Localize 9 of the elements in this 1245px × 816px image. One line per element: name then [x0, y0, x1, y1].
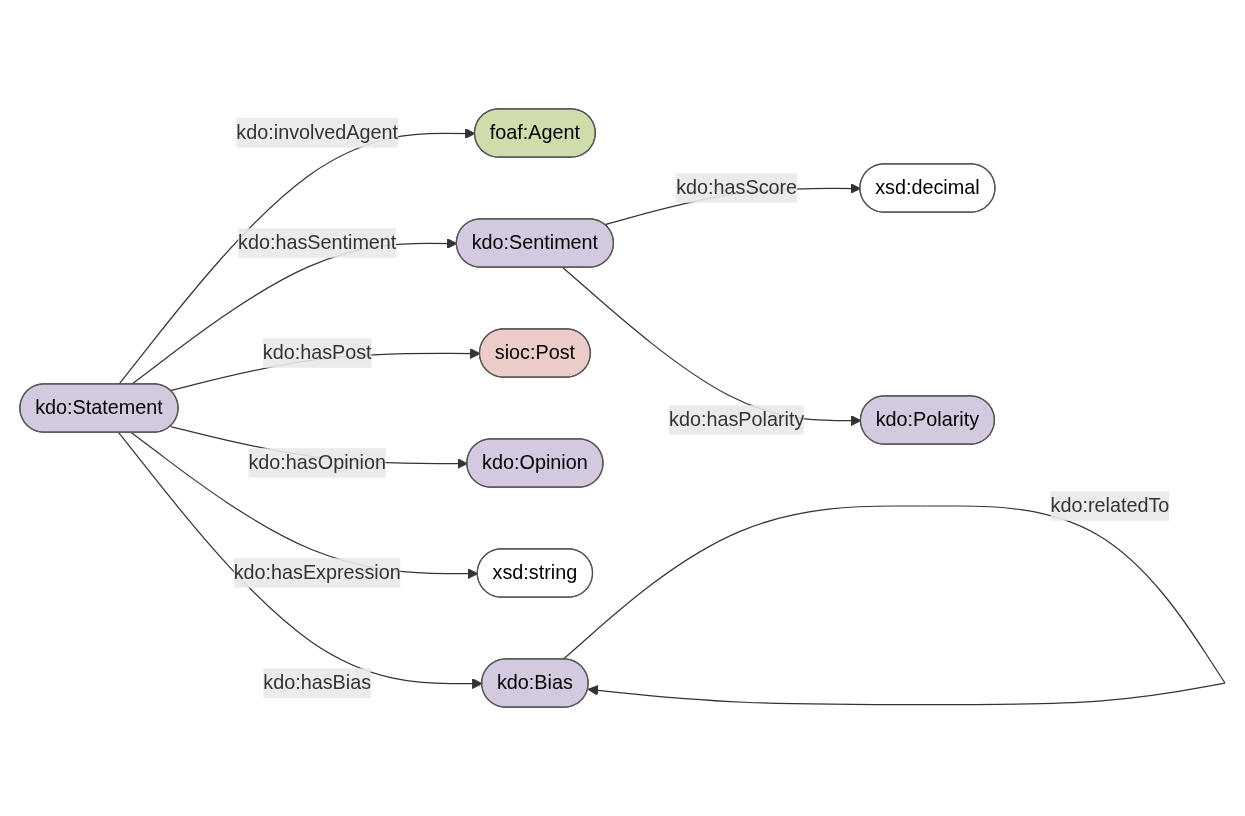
edge-label: kdo:hasScore [676, 176, 798, 198]
edge-label: kdo:involvedAgent [236, 121, 399, 143]
edge-label: kdo:hasPost [262, 341, 372, 363]
edge-label: kdo:relatedTo [1050, 494, 1170, 516]
edge-label: kdo:hasPolarity [669, 408, 805, 430]
edge-label: kdo:hasBias [263, 671, 372, 693]
edge-label: kdo:hasSentiment [238, 231, 397, 253]
edge-label: kdo:hasOpinion [248, 451, 386, 473]
edge-label: kdo:hasExpression [233, 561, 401, 583]
